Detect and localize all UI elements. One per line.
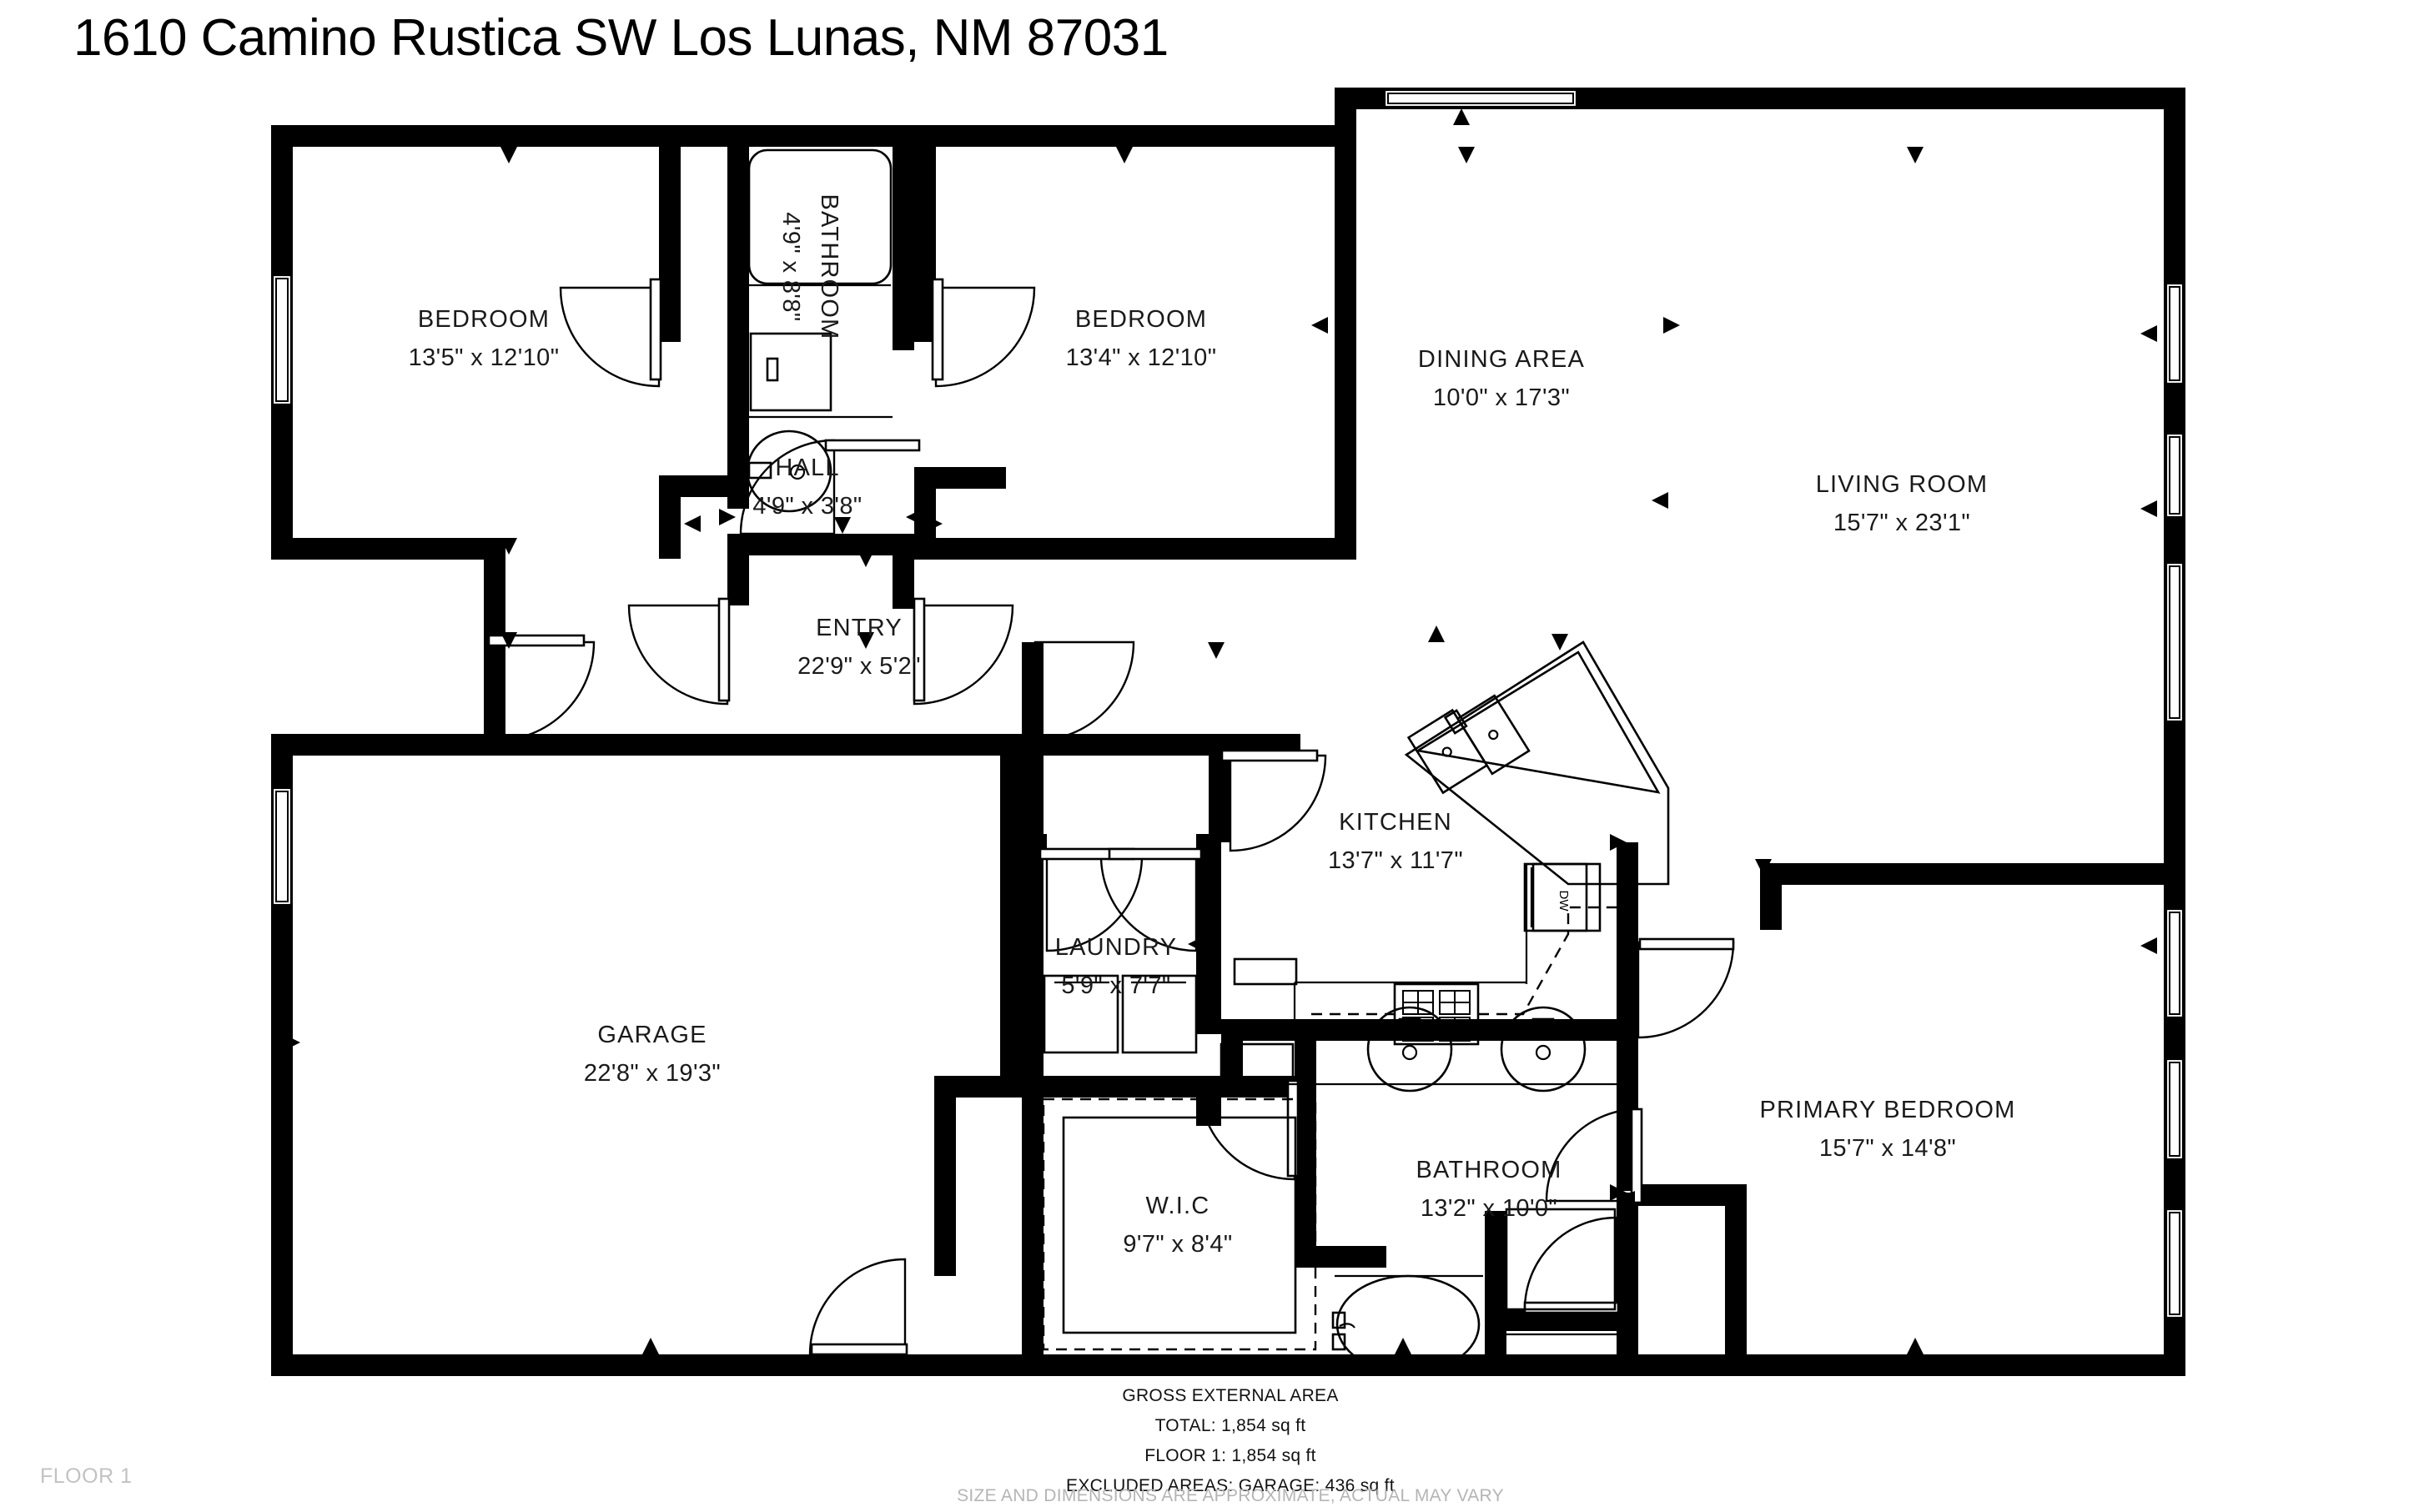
room-label-bedroom-2: BEDROOM 13'4" x 12'10": [1066, 306, 1217, 371]
dishwasher-label: DW: [1557, 891, 1571, 912]
room-name-laundry: LAUNDRY: [1055, 934, 1177, 961]
view-direction-markers: [284, 108, 2157, 1354]
room-dims-bedroom-1: 13'5" x 12'10": [409, 344, 560, 371]
room-label-kitchen: KITCHEN 13'7" x 11'7": [1328, 809, 1463, 874]
door-leaves: [487, 278, 1735, 1356]
room-dims-laundry: 5'9" x 7'7": [1061, 972, 1170, 999]
bathroom-1-fixtures: [742, 148, 893, 513]
sink-icon: [746, 429, 832, 513]
kitchen-island: [1404, 640, 1670, 886]
room-name-dining-area: DINING AREA: [1418, 346, 1585, 373]
laundry-fixtures: [1043, 974, 1198, 1054]
room-dims-wic: 9'7" x 8'4": [1123, 1231, 1232, 1258]
room-dims-kitchen: 13'7" x 11'7": [1328, 847, 1463, 874]
footer-excluded: EXCLUDED AREAS: GARAGE: 436 sq ft: [1066, 1476, 1395, 1495]
kitchen-sink-icon: [1406, 694, 1531, 795]
interior-walls: [659, 88, 1747, 1356]
room-dims-bedroom-2: 13'4" x 12'10": [1066, 344, 1217, 371]
room-label-laundry: LAUNDRY 5'9" x 7'7": [1055, 934, 1177, 999]
room-name-bathroom-1: BATHROOM: [816, 193, 842, 339]
wic-shelving: [1042, 1098, 1317, 1351]
room-label-dining-area: DINING AREA 10'0" x 17'3": [1418, 346, 1585, 411]
room-label-garage: GARAGE 22'8" x 19'3": [584, 1022, 721, 1087]
soaking-tub-icon: [1335, 1274, 1481, 1374]
door-swings: [494, 286, 1735, 1356]
kitchen-fixtures: DW: [1233, 640, 1670, 1046]
toilet-icon: [749, 332, 832, 412]
room-label-wic: W.I.C 9'7" x 8'4": [1123, 1193, 1232, 1258]
room-name-garage: GARAGE: [597, 1022, 707, 1048]
room-dims-garage: 22'8" x 19'3": [584, 1060, 721, 1087]
room-dims-living-room: 15'7" x 23'1": [1833, 510, 1970, 536]
footer-block: GROSS EXTERNAL AREA TOTAL: 1,854 sq ft F…: [1066, 1386, 1395, 1495]
room-name-bedroom-2: BEDROOM: [1075, 306, 1207, 333]
room-dims-bathroom-1: 4'9" x 8'8": [777, 212, 804, 321]
room-name-wic: W.I.C: [1146, 1193, 1210, 1219]
room-label-living-room: LIVING ROOM 15'7" x 23'1": [1816, 471, 1989, 536]
vanity-sink-left-icon: [1366, 1006, 1453, 1093]
room-name-kitchen: KITCHEN: [1339, 809, 1452, 836]
room-name-entry: ENTRY: [816, 615, 903, 641]
footer-disclaimer: SIZE AND DIMENSIONS ARE APPROXIMATE, ACT…: [957, 1486, 1504, 1505]
room-dims-bathroom-2: 13'2" x 10'0": [1421, 1195, 1557, 1222]
room-label-bathroom-2: BATHROOM 13'2" x 10'0": [1416, 1157, 1562, 1222]
bathroom-2-fixtures: [1243, 1006, 1617, 1374]
room-name-primary-bedroom: PRIMARY BEDROOM: [1760, 1097, 2016, 1123]
room-dims-hall: 4'9" x 3'8": [752, 493, 862, 520]
room-name-bedroom-1: BEDROOM: [418, 306, 550, 333]
footer-heading: GROSS EXTERNAL AREA: [1122, 1386, 1338, 1405]
room-labels: BEDROOM 13'5" x 12'10" BATHROOM 4'9" x 8…: [409, 193, 2016, 1258]
footer-total: TOTAL: 1,854 sq ft: [1155, 1416, 1306, 1435]
floor-tag: FLOOR 1: [40, 1464, 132, 1488]
footer-floor1: FLOOR 1: 1,854 sq ft: [1144, 1446, 1316, 1465]
room-label-entry: ENTRY 22'9" x 5'2": [797, 615, 921, 680]
room-name-hall: HALL: [775, 455, 839, 481]
room-label-hall: HALL 4'9" x 3'8": [752, 455, 862, 520]
vanity-sink-right-icon: [1500, 1006, 1587, 1093]
room-name-living-room: LIVING ROOM: [1816, 471, 1989, 498]
room-label-bathroom-1: BATHROOM 4'9" x 8'8": [777, 193, 842, 339]
room-dims-dining-area: 10'0" x 17'3": [1433, 384, 1570, 411]
dryer-icon: [1121, 974, 1198, 1054]
bathtub-icon: [747, 148, 893, 285]
room-dims-entry: 22'9" x 5'2": [797, 653, 921, 680]
room-label-bedroom-1: BEDROOM 13'5" x 12'10": [409, 306, 560, 371]
room-label-primary-bedroom: PRIMARY BEDROOM 15'7" x 14'8": [1760, 1097, 2016, 1162]
misc-closets: [1220, 1042, 1617, 1311]
room-dims-primary-bedroom: 15'7" x 14'8": [1819, 1135, 1956, 1162]
room-name-bathroom-2: BATHROOM: [1416, 1157, 1562, 1183]
page-title: 1610 Camino Rustica SW Los Lunas, NM 870…: [73, 9, 1169, 67]
washer-icon: [1043, 974, 1119, 1054]
